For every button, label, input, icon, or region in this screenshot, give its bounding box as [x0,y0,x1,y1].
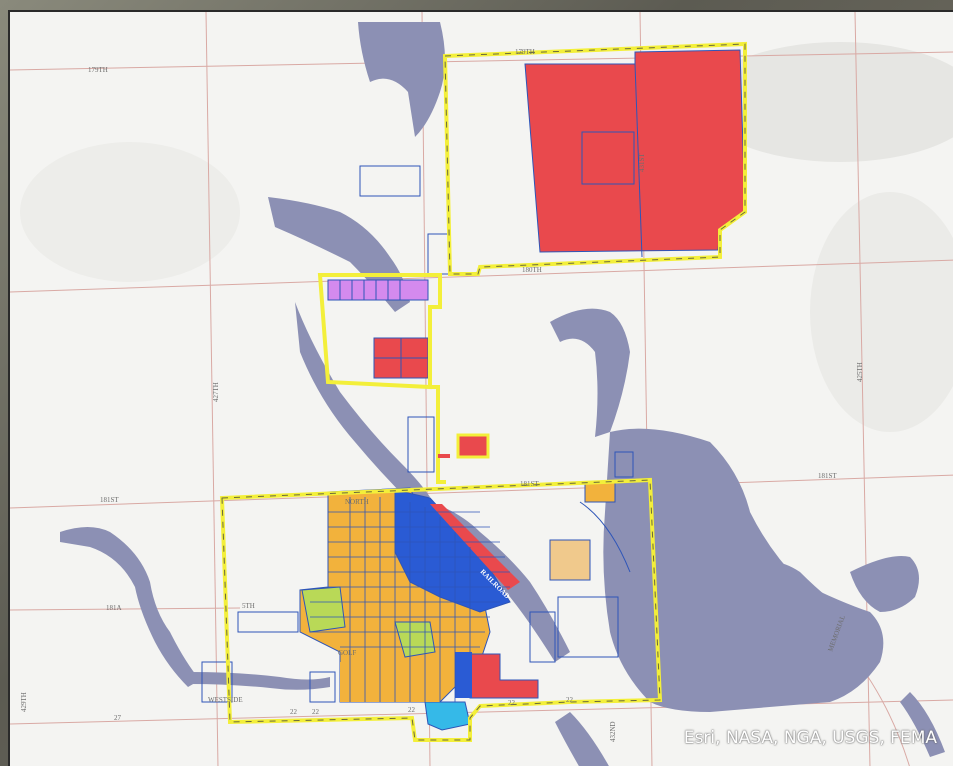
cyan-zone[interactable] [424,701,471,731]
label-429th: 429TH [20,692,28,712]
map-attribution: Esri, NASA, NGA, USGS, FEMA [683,728,937,748]
water-creek [60,527,200,687]
map-canvas[interactable]: 179TH 179TH 180TH 181ST 181ST 181ST 181A… [10,12,953,766]
label-181a: 181A [106,604,122,612]
label-north: NORTH [345,498,369,506]
parcel[interactable] [557,596,619,658]
label-5th: 5TH [242,602,255,610]
parcel[interactable] [581,131,635,185]
industrial-zone-large[interactable] [524,49,746,253]
commercial-zone-south[interactable] [455,652,472,698]
label-22-c: 22 [408,706,416,714]
road-181a [10,607,241,611]
hillshade [810,192,953,432]
hillshade [700,42,953,162]
boundary-mid [317,273,442,390]
mid-zone [317,273,490,484]
town-zone [219,477,663,742]
label-179th-left: 179TH [88,66,108,74]
water-body [750,562,850,632]
label-432nd: 432ND [609,721,617,742]
north-zone [442,41,747,276]
water-body [900,692,945,757]
water-body [550,308,630,437]
hillshade [20,142,240,282]
water-creek [190,672,330,690]
label-181st-right: 181ST [818,472,837,480]
parcel[interactable] [237,611,299,633]
map-view[interactable]: 179TH 179TH 180TH 181ST 181ST 181ST 181A… [8,10,953,766]
water-body [850,556,919,612]
road-180th [10,259,953,293]
parcel[interactable] [614,451,634,478]
label-181st-mid: 181ST [520,480,539,488]
industrial-zone-small[interactable] [456,433,490,459]
label-22-d: 22 [508,699,516,707]
parcel-divider [634,63,643,258]
label-180th: 180TH [522,266,542,274]
road-427th [205,12,219,766]
label-425th: 425TH [856,362,864,382]
label-181st-left: 181ST [100,496,119,504]
parcel[interactable] [201,661,233,703]
label-179th-top: 179TH [515,48,535,56]
east-parcels [237,501,631,663]
town-streets [310,497,510,702]
parcel[interactable] [309,671,336,703]
label-22-e: 22 [566,696,574,704]
label-westside: WESTSIDE [208,696,243,704]
road-179th [10,51,953,71]
boundary-corridor [430,385,446,484]
water-body [555,712,609,766]
parcel[interactable] [407,416,435,473]
road-181st [10,474,953,509]
water-body [358,22,445,137]
parcel-residential[interactable] [584,481,616,503]
water-layer [60,22,945,766]
boundary-north-dash [444,43,746,275]
water-body [295,302,430,502]
special-zone-lots [339,280,401,300]
label-27: 27 [114,714,122,722]
industrial-strip [438,454,450,458]
label-22-a: 22 [290,708,298,716]
label-431st: 431ST [638,153,646,172]
boundary-town-dash [221,479,661,741]
parcel[interactable] [529,611,556,663]
mixed-zone[interactable] [301,586,346,633]
label-golf: GOLF [338,649,356,657]
label-22-b: 22 [312,708,320,716]
parcel[interactable] [359,165,421,197]
railroad-strip [430,504,520,590]
special-zone[interactable] [327,279,429,301]
parcel-tan[interactable] [549,539,591,581]
water-lake [603,428,884,712]
label-427th: 427TH [212,382,220,402]
